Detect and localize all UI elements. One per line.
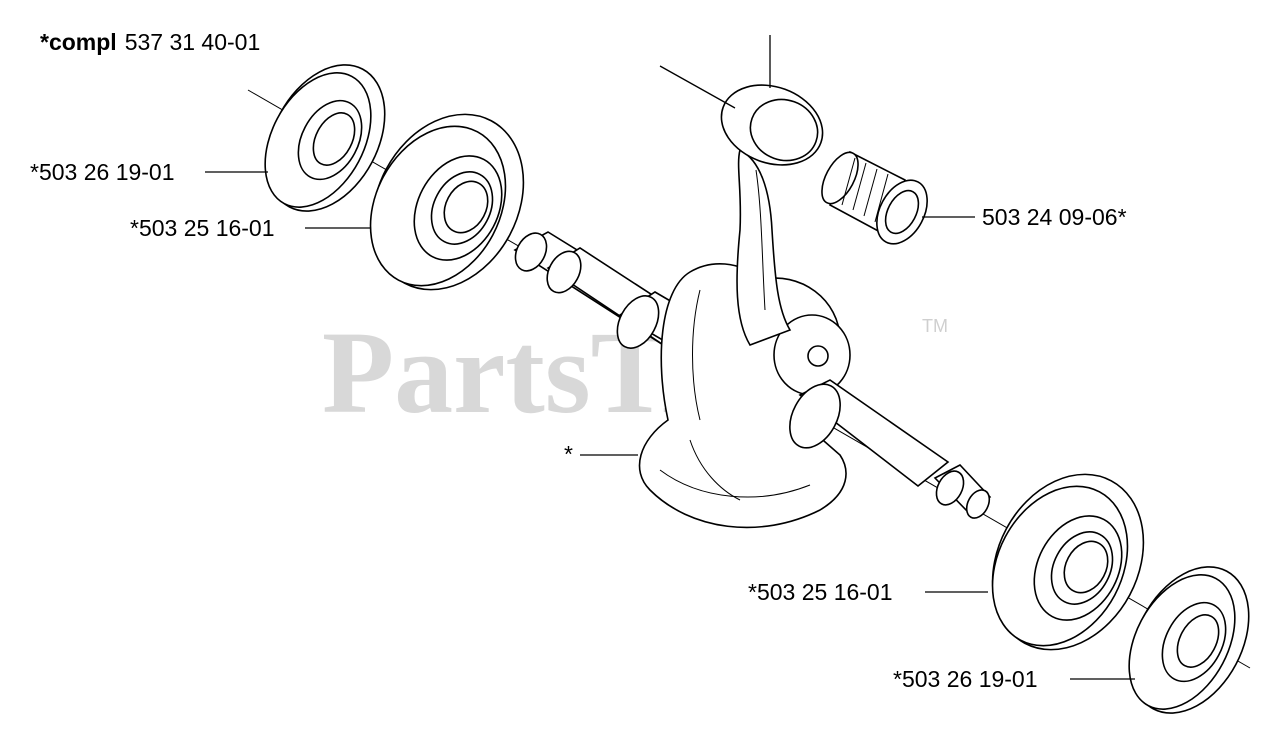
assembly-prefix: *compl [40,29,117,55]
assembly-title: *compl 537 31 40-01 [40,29,260,55]
bearing-bottom-part [991,473,1145,651]
callout-seal-top[interactable]: *503 26 19-01 [30,159,175,185]
callout-bearing-top[interactable]: *503 25 16-01 [130,215,275,241]
callout-seal-bottom[interactable]: *503 26 19-01 [893,666,1038,692]
bearing-top-part [369,113,525,291]
seal-top-part [264,64,386,212]
watermark-trademark: TM [922,316,948,336]
callout-crankshaft[interactable]: * [564,441,573,467]
callout-bearing-bottom[interactable]: *503 25 16-01 [748,579,893,605]
needle-bearing-part [821,150,928,245]
crankshaft-right-shaft [789,379,992,519]
seal-bottom-part [1128,566,1250,714]
callout-needle-bearing[interactable]: 503 24 09-06* [982,204,1127,230]
connecting-rod-part [720,84,824,346]
leader-rod-diagonal [659,65,736,109]
assembly-number: 537 31 40-01 [125,29,261,55]
crankshaft-webs [638,263,851,529]
